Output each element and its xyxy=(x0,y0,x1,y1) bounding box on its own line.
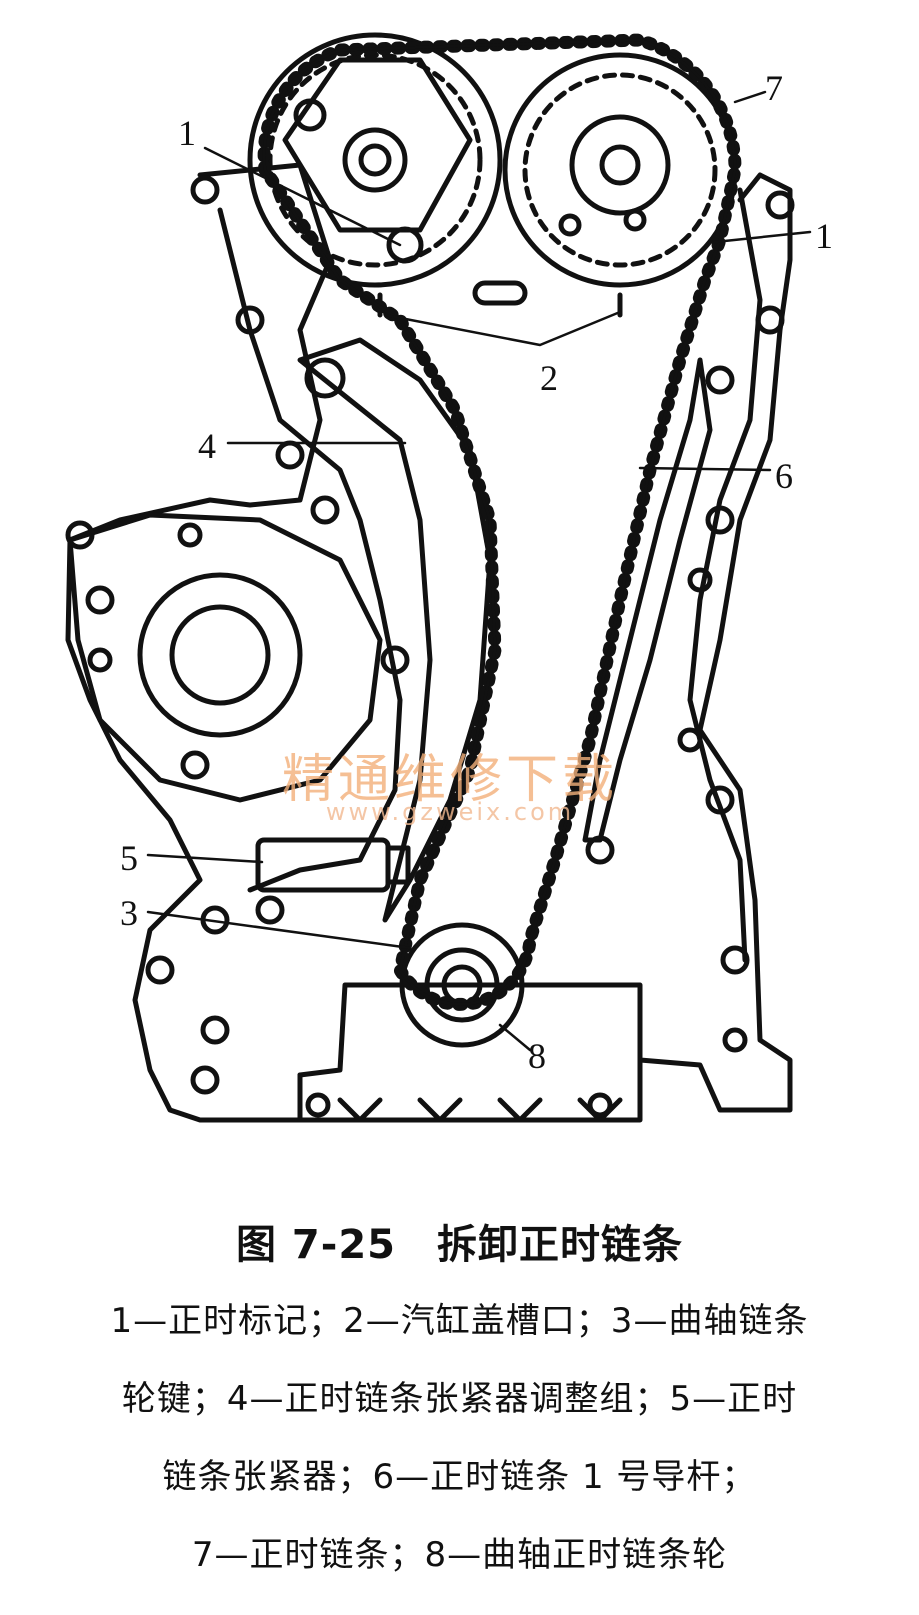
cover-right-rail xyxy=(687,187,763,963)
cover-inner-ridge xyxy=(217,207,403,893)
cover-bolt xyxy=(705,365,735,395)
leader-2 xyxy=(383,310,622,347)
callout-3: 3 xyxy=(120,893,138,933)
cover-bolt xyxy=(145,955,175,985)
cover-bolt xyxy=(705,785,735,815)
chain-tensioner-plunger xyxy=(385,845,411,885)
cover-bolt xyxy=(180,750,210,780)
tensioner-arm-pivot xyxy=(304,357,346,399)
callout-5: 5 xyxy=(120,838,138,878)
cover-bolt xyxy=(200,1015,230,1045)
crank-sprocket xyxy=(399,922,525,1048)
cover-bolt xyxy=(190,1065,220,1095)
cover-bolt xyxy=(255,895,285,925)
leader-5 xyxy=(146,853,264,864)
right-cam-bolt-2 xyxy=(623,208,647,232)
cover-bolt xyxy=(380,645,410,675)
timing-chain-diagram: 1 1 2 3 4 5 6 7 8 xyxy=(65,32,833,1123)
left-cam-sprocket-inner xyxy=(267,52,483,268)
cover-bolt xyxy=(587,1092,613,1118)
cover-bolt xyxy=(705,505,735,535)
legend-line: 轮键；4—正时链条张紧器调整组；5—正时 xyxy=(121,1379,798,1419)
cover-bolt xyxy=(585,835,615,865)
oil-pan-flange xyxy=(297,1057,643,1123)
cover-bolt xyxy=(310,495,340,525)
cover-bolt xyxy=(177,522,203,548)
left-cam-hole xyxy=(358,143,392,177)
crank-sprocket-hub xyxy=(424,947,500,1023)
leader-3 xyxy=(146,910,412,950)
cover-bolt xyxy=(755,305,785,335)
right-cam-bolt xyxy=(558,213,582,237)
callout-2: 2 xyxy=(540,358,558,398)
right-cam-hole xyxy=(599,144,641,186)
pump-inner-circle xyxy=(169,604,271,706)
leader-7 xyxy=(733,90,767,104)
right-cam-sprocket xyxy=(502,52,738,288)
cover-bolt xyxy=(722,1027,748,1053)
callout-8: 8 xyxy=(528,1036,546,1076)
cover-bolt xyxy=(87,647,113,673)
callout-1-right: 1 xyxy=(815,216,833,256)
cover-bolt xyxy=(677,727,703,753)
left-cam-bolt-top xyxy=(293,98,327,132)
timing-chain-core xyxy=(262,38,737,1006)
leader-1b xyxy=(713,230,812,244)
head-center-slot xyxy=(472,280,528,306)
cover-bolt xyxy=(720,945,750,975)
leader-6 xyxy=(638,466,772,472)
leader-8 xyxy=(498,1023,532,1052)
right-cam-sprocket-inner xyxy=(522,72,718,268)
cover-bolt xyxy=(190,175,220,205)
left-cam-hub xyxy=(342,127,408,193)
left-cam-sprocket xyxy=(247,32,503,288)
cover-bolt xyxy=(85,585,115,615)
watermark-url: www.gzweix.com xyxy=(325,798,575,826)
pump-outer-circle xyxy=(137,572,303,738)
leader-1a xyxy=(203,146,402,247)
left-cam-bolt xyxy=(386,226,424,264)
watermark-text: 精通维修下载 xyxy=(281,750,618,810)
cover-bolt xyxy=(687,567,713,593)
callout-1-left: 1 xyxy=(178,113,196,153)
callout-7: 7 xyxy=(765,68,783,108)
left-cam-phaser-lobe xyxy=(282,57,473,233)
flange-teeth xyxy=(337,1097,623,1123)
legend-line: 1—正时标记；2—汽缸盖槽口；3—曲轴链条 xyxy=(110,1301,809,1341)
cover-bolt xyxy=(235,305,265,335)
legend-line: 链条张紧器；6—正时链条 1 号导杆； xyxy=(162,1457,757,1497)
tensioner-arm xyxy=(297,337,493,923)
figure-caption-title: 图 7-25 拆卸正时链条 xyxy=(235,1222,684,1268)
cover-bolt xyxy=(765,190,795,220)
cover-bolt xyxy=(275,440,305,470)
callout-4: 4 xyxy=(198,426,216,466)
callout-6: 6 xyxy=(775,456,793,496)
right-cam-hub xyxy=(569,114,671,216)
pump-housing-outline xyxy=(67,512,383,803)
legend-line: 7—正时链条；8—曲轴正时链条轮 xyxy=(191,1535,728,1575)
cover-bolt xyxy=(305,1092,331,1118)
cover-bolt xyxy=(65,520,95,550)
